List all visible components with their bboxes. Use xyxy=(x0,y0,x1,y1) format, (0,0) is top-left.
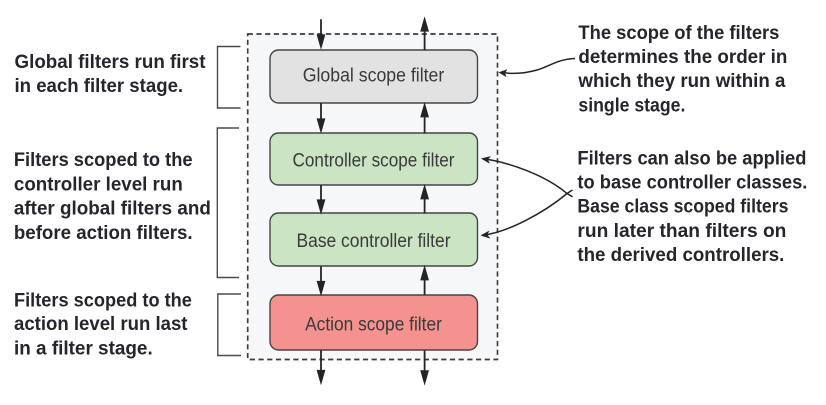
svg-text:the derived controllers.: the derived controllers. xyxy=(577,244,784,266)
svg-text:run later than filters on: run later than filters on xyxy=(577,220,786,242)
svg-text:The scope of the filters: The scope of the filters xyxy=(578,22,779,44)
svg-text:which they run within a: which they run within a xyxy=(577,70,785,92)
svg-text:Filters can also be applied: Filters can also be applied xyxy=(577,148,806,170)
svg-text:single stage.: single stage. xyxy=(578,94,685,116)
svg-text:to base controller classes.: to base controller classes. xyxy=(577,172,807,194)
svg-text:Global filters run first: Global filters run first xyxy=(15,51,206,73)
svg-text:Controller scope filter: Controller scope filter xyxy=(293,150,456,171)
svg-text:in a filter stage.: in a filter stage. xyxy=(14,337,153,359)
svg-text:before action filters.: before action filters. xyxy=(14,222,193,244)
svg-text:controller level run: controller level run xyxy=(14,173,183,195)
svg-text:Base controller filter: Base controller filter xyxy=(297,231,452,252)
svg-text:Global scope filter: Global scope filter xyxy=(303,65,445,86)
svg-text:determines the order in: determines the order in xyxy=(578,46,787,68)
svg-text:Filters scoped to the: Filters scoped to the xyxy=(14,289,192,311)
svg-text:action level run last: action level run last xyxy=(14,313,188,335)
svg-text:after global filters and: after global filters and xyxy=(14,198,211,220)
svg-text:Action scope filter: Action scope filter xyxy=(305,315,442,336)
svg-text:Filters scoped to the: Filters scoped to the xyxy=(14,149,193,171)
svg-text:in each filter stage.: in each filter stage. xyxy=(15,75,184,97)
svg-text:Base class scoped filters: Base class scoped filters xyxy=(577,196,788,218)
